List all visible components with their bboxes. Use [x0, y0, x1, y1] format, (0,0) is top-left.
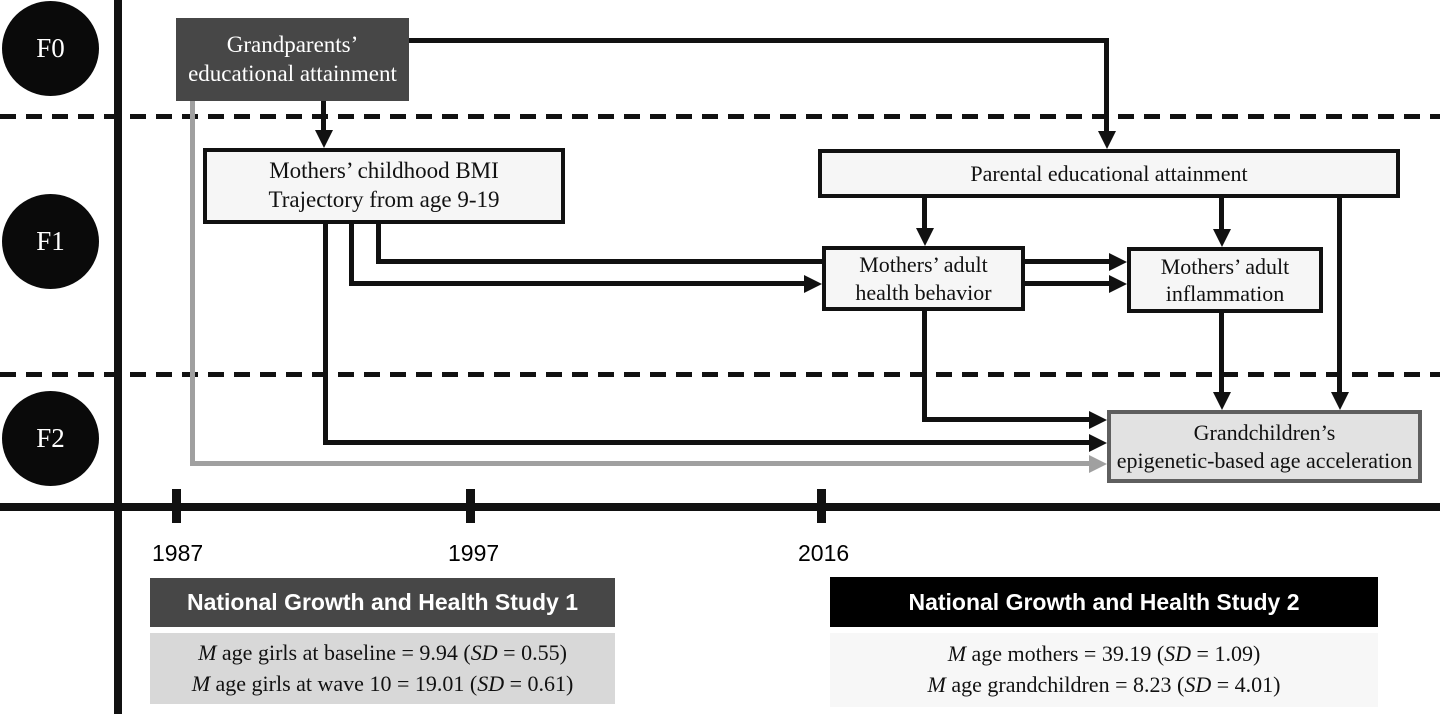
connector-segment	[190, 100, 195, 466]
arrowhead-right-icon	[1109, 253, 1127, 271]
connector-segment	[1104, 38, 1109, 131]
timeline-year-1987: 1987	[152, 540, 204, 566]
arrowhead-right-icon	[1089, 411, 1107, 429]
study2-title: National Growth and Health Study 2	[830, 577, 1378, 627]
connector-segment	[922, 417, 1093, 422]
connector-segment	[922, 198, 927, 228]
arrowhead-down-icon	[916, 228, 934, 246]
box-mothers-health-behavior: Mothers’ adult health behavior	[822, 246, 1025, 311]
generation-badge-f1: F1	[2, 194, 99, 289]
timeline-tick-1987	[172, 489, 181, 523]
arrowhead-right-icon	[804, 275, 822, 293]
connector-segment	[922, 311, 927, 422]
connector-segment	[323, 224, 328, 445]
arrowhead-down-icon	[1098, 131, 1116, 149]
arrowhead-down-icon	[315, 130, 333, 148]
arrowhead-right-icon	[1089, 455, 1107, 473]
study2-stats: M age mothers = 39.19 (SD = 1.09)M age g…	[830, 633, 1378, 707]
box-mothers-inflammation: Mothers’ adult inflammation	[1127, 247, 1323, 313]
study1-stats: M age girls at baseline = 9.94 (SD = 0.5…	[150, 633, 615, 704]
arrowhead-down-icon	[1213, 392, 1231, 410]
arrowhead-down-icon	[1331, 392, 1349, 410]
generation-axis-line	[114, 0, 122, 714]
generation-label-f1: F1	[36, 226, 65, 256]
timeline-year-2016: 2016	[798, 540, 850, 566]
generation-label-f0: F0	[36, 33, 65, 63]
connector-segment	[1025, 281, 1109, 286]
box-parental-education: Parental educational attainment	[818, 149, 1400, 198]
arrowhead-down-icon	[1213, 229, 1231, 247]
generation-badge-f0: F0	[2, 1, 99, 96]
generation-badge-f2: F2	[2, 391, 99, 486]
arrowhead-right-icon	[1089, 434, 1107, 452]
arrowhead-right-icon	[1109, 275, 1127, 293]
connector-segment	[376, 259, 822, 264]
connector-segment	[1219, 313, 1224, 392]
connector-segment	[349, 224, 354, 286]
timeline-tick-1997	[466, 489, 475, 523]
connector-segment	[1219, 198, 1224, 229]
box-grandparents-education: Grandparents’ educational attainment	[176, 18, 409, 101]
box-grandchildren-age-acceleration: Grandchildren’s epigenetic-based age acc…	[1107, 410, 1422, 483]
timeline-tick-2016	[817, 489, 826, 523]
connector-segment	[1025, 259, 1109, 264]
connector-segment	[321, 101, 326, 130]
study1-title: National Growth and Health Study 1	[150, 578, 615, 627]
generation-divider-f1-f2	[0, 372, 1440, 377]
timeline-axis-line	[0, 503, 1440, 511]
connector-segment	[190, 461, 1093, 466]
connector-segment	[349, 281, 806, 286]
connector-segment	[409, 38, 1107, 43]
box-mothers-childhood-bmi: Mothers’ childhood BMI Trajectory from a…	[203, 148, 565, 224]
connector-segment	[323, 440, 1093, 445]
connector-segment	[1337, 198, 1342, 392]
timeline-year-1997: 1997	[448, 540, 500, 566]
generation-divider-f0-f1	[0, 114, 1440, 119]
connector-segment	[376, 224, 381, 264]
generation-label-f2: F2	[36, 423, 65, 453]
